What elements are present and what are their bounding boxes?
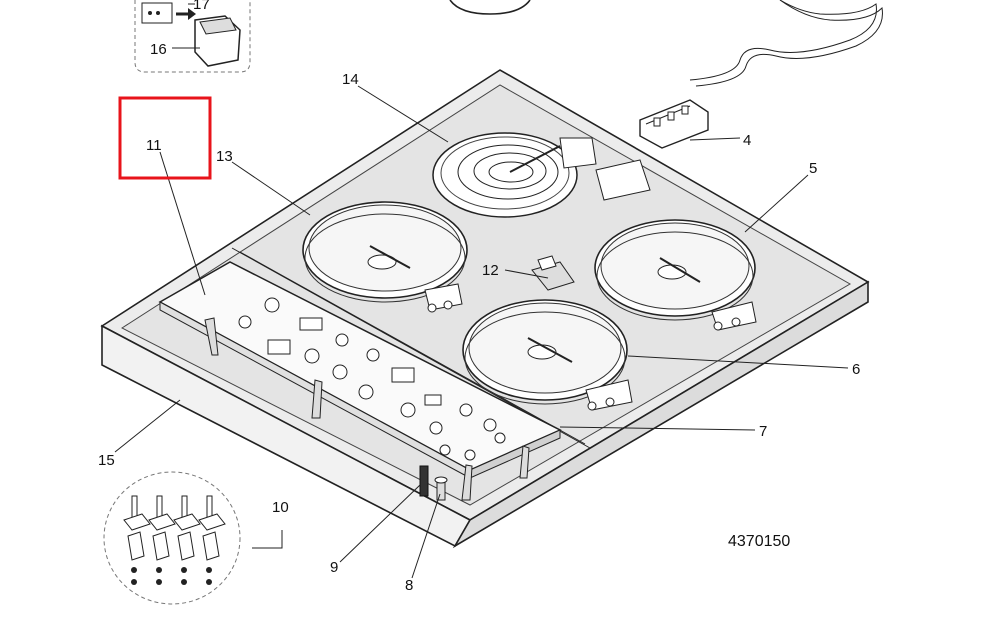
callout-16: 16 <box>150 41 167 58</box>
callout-11: 11 <box>146 137 162 154</box>
callout-17: 17 <box>193 0 210 13</box>
hotplate-6 <box>462 299 633 411</box>
screw-8 <box>434 476 448 501</box>
highlight-box <box>118 96 212 180</box>
part-number: 4370150 <box>728 533 790 550</box>
top-object-edge <box>449 0 531 15</box>
callout-6: 6 <box>852 361 860 378</box>
callout-10: 10 <box>272 499 289 516</box>
power-cable-2 <box>695 0 883 87</box>
hotplate-13 <box>302 201 468 313</box>
fixing-kit-10 <box>103 471 241 605</box>
spring-9 <box>419 465 429 497</box>
control-board-11 <box>158 261 562 501</box>
bracket-12 <box>531 255 575 291</box>
cooktop-tray <box>100 69 870 549</box>
callout-14: 14 <box>342 71 359 88</box>
callout-15: 15 <box>98 452 115 469</box>
callout-8: 8 <box>405 577 413 594</box>
callout-12: 12 <box>482 262 499 279</box>
callout-4: 4 <box>743 132 751 149</box>
callout-9: 9 <box>330 559 338 576</box>
hotplate-5 <box>594 219 757 331</box>
callout-7: 7 <box>759 423 767 440</box>
callout-5: 5 <box>809 160 817 177</box>
leader-lines <box>114 85 849 579</box>
hotplate-14 <box>432 132 651 218</box>
terminal-block-4 <box>639 99 709 149</box>
callout-13: 13 <box>216 148 233 165</box>
callout-labels: 17 16 14 4 11 13 5 12 6 7 15 10 9 8 4370… <box>98 0 860 594</box>
power-cable <box>689 0 877 81</box>
inset-parts-16-17 <box>134 0 251 73</box>
